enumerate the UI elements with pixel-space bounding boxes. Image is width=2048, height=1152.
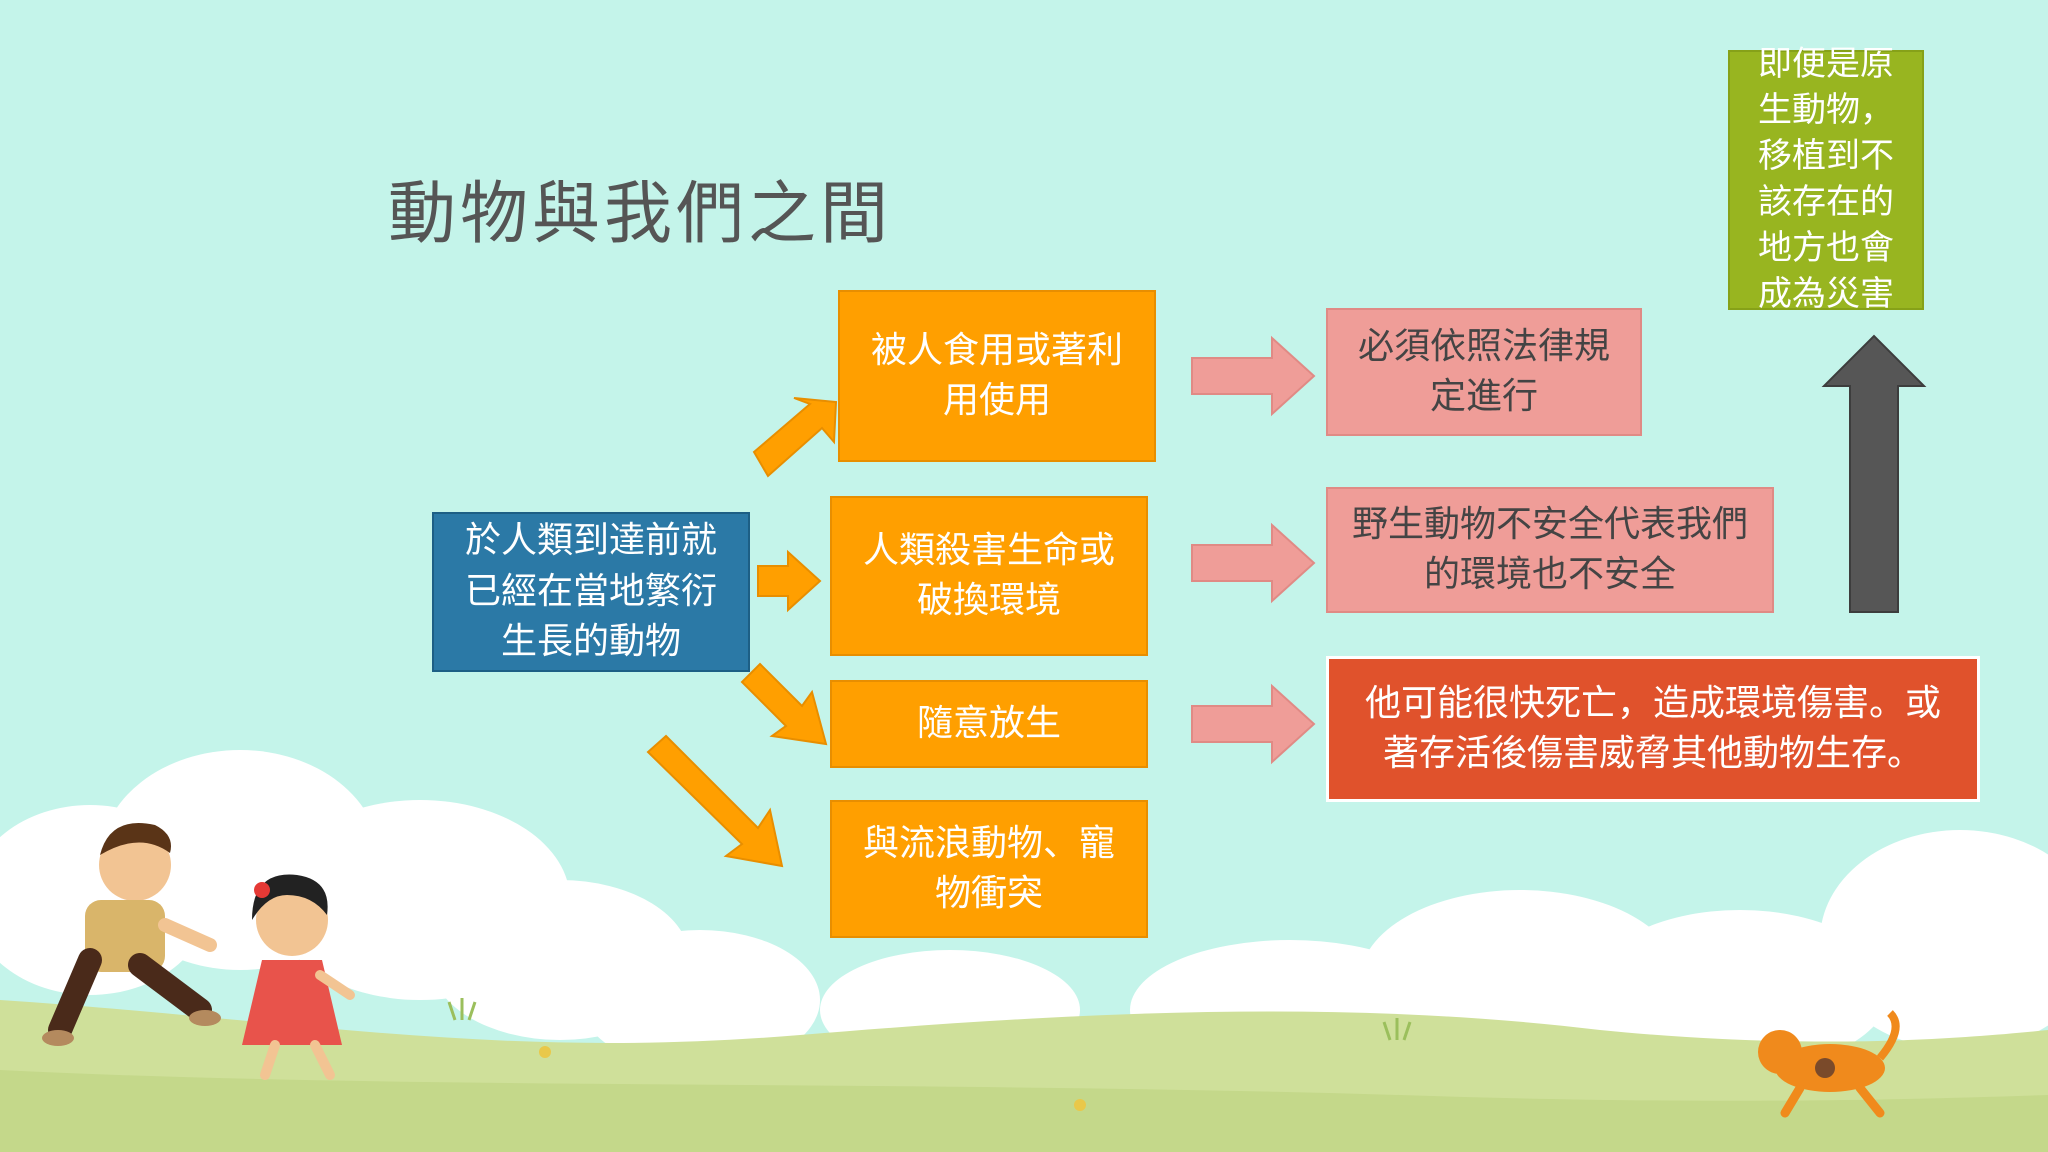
effect-text: 與流浪動物、寵物衝突 [862,822,1115,914]
flowers [539,1046,1086,1111]
dog-figure [1758,1010,1900,1118]
effect-box-conflict: 與流浪動物、寵物衝突 [830,800,1148,938]
arrow-to-consequence-law [1191,335,1316,417]
effect-box-use: 被人食用或著利用使用 [838,290,1156,462]
consequence-box-law: 必須依照法律規定進行 [1326,308,1642,436]
arrow-to-effect-conflict [646,734,784,868]
effect-text: 被人食用或著利用使用 [870,329,1123,421]
arrow-to-effect-harm [757,549,822,613]
conclusion-text: 即便是原生動物，移植到不該存在的地方也會成為災害 [1758,44,1894,314]
arrow-to-consequence-unsafe [1191,522,1316,604]
effect-text: 人類殺害生命或破換環境 [862,529,1115,621]
effect-box-harm: 人類殺害生命或破換環境 [830,496,1148,656]
effect-text: 隨意放生 [916,702,1061,744]
grass-tufts [447,998,1412,1041]
girl-figure [242,874,355,1080]
page-title: 動物與我們之間 [388,175,893,254]
consequence-box-damage: 他可能很快死亡，造成環境傷害。或著存活後傷害威脅其他動物生存。 [1326,656,1980,802]
arrow-to-effect-use [752,397,838,478]
consequence-text: 野生動物不安全代表我們的環境也不安全 [1351,503,1748,595]
consequence-text: 他可能很快死亡，造成環境傷害。或著存活後傷害威脅其他動物生存。 [1364,682,1941,774]
consequence-text: 必須依照法律規定進行 [1357,325,1610,417]
arrow-to-consequence-damage [1191,683,1316,765]
effect-box-release: 隨意放生 [830,680,1148,768]
source-box: 於人類到達前就已經在當地繁衍生長的動物 [432,512,750,672]
source-text: 於人類到達前就已經在當地繁衍生長的動物 [464,520,717,663]
arrow-to-conclusion [1821,334,1927,613]
arrow-to-effect-release [740,662,828,746]
boy-figure [42,823,221,1046]
conclusion-box: 即便是原生動物，移植到不該存在的地方也會成為災害 [1728,44,1924,314]
consequence-box-unsafe: 野生動物不安全代表我們的環境也不安全 [1326,487,1774,613]
